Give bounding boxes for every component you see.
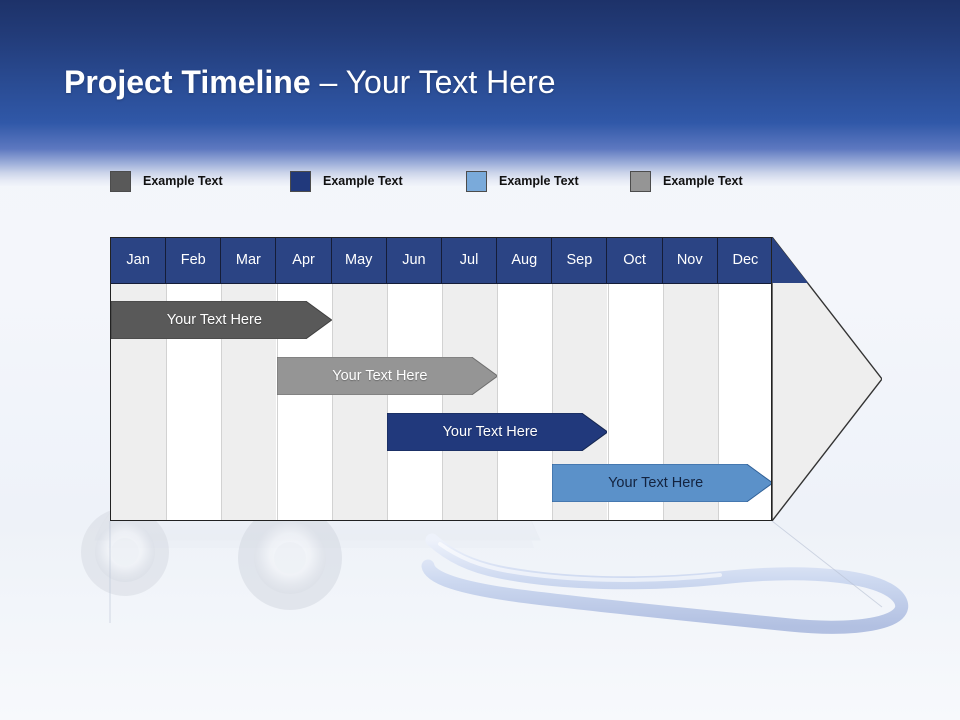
column-bands [111,238,771,520]
legend-item-3[interactable]: Example Text [466,169,579,193]
legend-label-1: Example Text [143,174,223,188]
month-header-may[interactable]: May [332,238,387,283]
page-title-dash: – [310,64,346,100]
legend: Example Text Example Text Example Text E… [110,169,810,193]
column-divider-aug [497,238,499,520]
task-bar-1[interactable]: Your Text Here [111,301,332,339]
task-bar-3[interactable]: Your Text Here [386,413,608,451]
task-bar-label-1: Your Text Here [166,312,262,328]
month-header-apr[interactable]: Apr [277,238,332,283]
column-band-mar [221,238,277,520]
legend-swatch-icon-4 [630,170,651,192]
month-header-jan[interactable]: Jan [111,238,167,283]
column-divider-sep [552,238,554,520]
task-bar-4[interactable]: Your Text Here [552,464,771,502]
task-bar-2[interactable]: Your Text Here [276,357,498,395]
month-header-aug[interactable]: Aug [497,238,553,283]
legend-swatch-icon-3 [466,170,487,192]
legend-label-3: Example Text [499,174,579,188]
column-band-jan [111,238,167,520]
legend-label-4: Example Text [663,174,743,188]
page-title-bold: Project Timeline [64,64,311,100]
legend-item-4[interactable]: Example Text [630,169,743,193]
month-header-jun[interactable]: Jun [387,238,442,283]
task-bar-label-3: Your Text Here [442,424,538,440]
month-header-mar[interactable]: Mar [221,238,277,283]
column-divider-dec [717,238,719,520]
column-divider-feb [166,238,168,520]
legend-swatch-icon-1 [110,170,131,192]
task-bar-arrow-shape-2 [276,357,498,395]
page-title: Project Timeline – Your Text Here [64,60,556,104]
legend-swatch-icon-2 [290,170,311,192]
task-bar-arrow-shape-1 [111,301,332,339]
column-divider-oct [607,238,609,520]
header-underline [111,283,771,284]
task-bar-arrow-shape-3 [386,413,608,451]
legend-item-2[interactable]: Example Text [290,169,403,193]
timeline-arrow-tip [772,237,882,521]
task-bar-label-2: Your Text Here [332,368,428,384]
month-header-nov[interactable]: Nov [663,238,718,283]
legend-label-2: Example Text [323,174,403,188]
month-header-dec[interactable]: Dec [732,252,759,268]
month-header-sep[interactable]: Sep [552,238,608,283]
task-bar-arrow-shape-4 [552,464,771,502]
column-divider-mar [221,238,223,520]
column-divider-nov [662,238,664,520]
legend-item-1[interactable]: Example Text [110,169,223,193]
month-header-jul[interactable]: Jul [442,238,498,283]
title-banner [0,0,960,186]
month-header-oct[interactable]: Oct [608,238,663,283]
page-title-rest: Your Text Here [345,64,556,100]
task-bar-label-4: Your Text Here [608,475,704,491]
month-header-feb[interactable]: Feb [166,238,222,283]
